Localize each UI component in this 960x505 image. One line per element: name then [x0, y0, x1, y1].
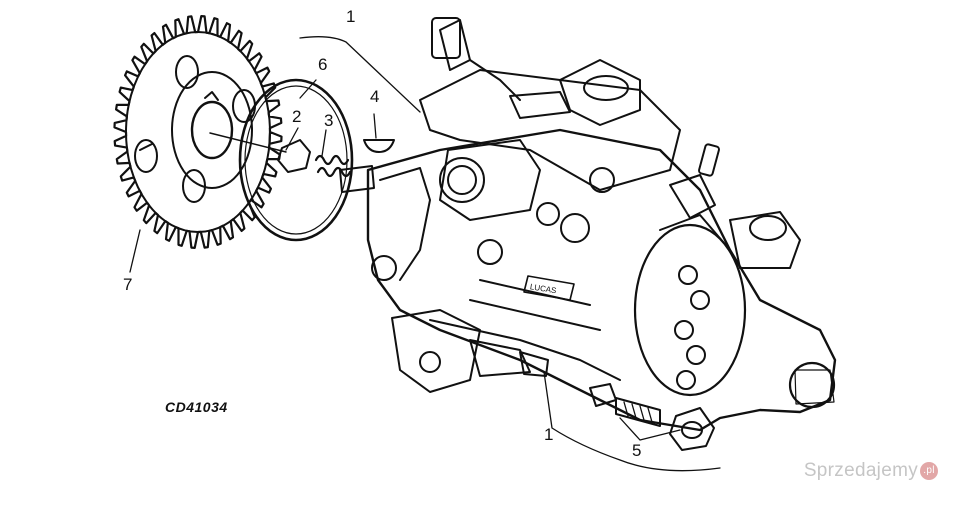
callout-1-top: 1: [346, 7, 356, 26]
callout-2: 2: [292, 107, 302, 126]
injection-pump-body: [366, 17, 837, 432]
callout-1-bottom: 1: [544, 425, 554, 444]
callout-3: 3: [324, 111, 334, 130]
o-ring-seal: [238, 78, 354, 242]
callout-4: 4: [370, 87, 380, 106]
name-plate-text: LUCAS: [529, 282, 557, 295]
woodruff-key: [363, 139, 395, 153]
callout-7: 7: [123, 275, 133, 294]
watermark-badge: .pl: [920, 461, 938, 480]
drive-gear: [113, 15, 283, 249]
leader-lines: [129, 36, 721, 472]
bleed-screw-set: [589, 383, 715, 451]
figure-code: CD41034: [165, 399, 228, 415]
drive-shaft: [209, 132, 375, 193]
watermark: Sprzedajemy.pl: [804, 460, 938, 482]
callout-5: 5: [632, 441, 642, 460]
watermark-text: Sprzedajemy: [803, 460, 918, 481]
callout-6: 6: [318, 55, 328, 74]
